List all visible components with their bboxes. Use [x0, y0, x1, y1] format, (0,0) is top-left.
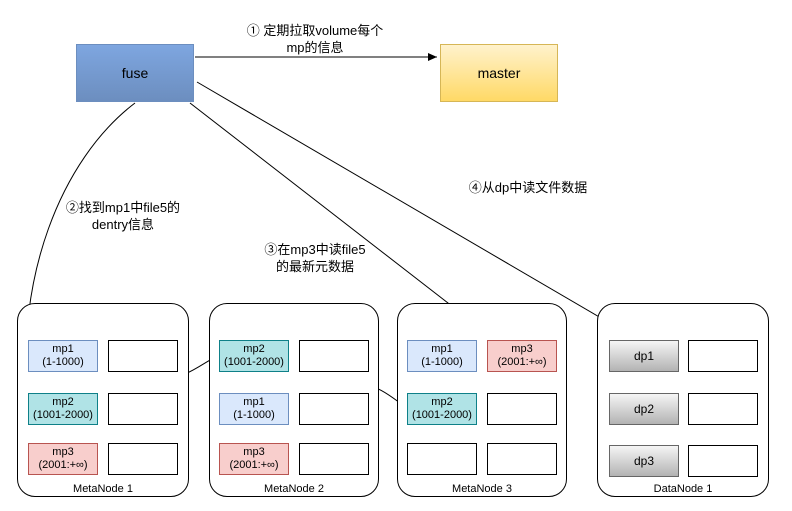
partition-id: mp1 [243, 396, 265, 408]
step4-line: ④从dp中读文件数据 [468, 180, 588, 195]
partition-id: mp1 [431, 343, 453, 355]
step1-line1: ① 定期拉取volume每个 [246, 23, 384, 38]
step3-line2: 的最新元数据 [275, 259, 354, 274]
step1-label: ① 定期拉取volume每个 mp的信息 [230, 22, 400, 56]
metanode-2-mp2[interactable]: mp2 (1001-2000) [219, 340, 289, 372]
partition-id: mp3 [511, 343, 533, 355]
datanode-1-slot-2 [688, 393, 758, 425]
metanode-3-slot-3 [487, 443, 557, 475]
metanode-1-mp1[interactable]: mp1 (1-1000) [28, 340, 98, 372]
datanode-1-slot-3 [688, 445, 758, 477]
fuse-label: fuse [121, 64, 149, 81]
master-node[interactable]: master [440, 44, 558, 102]
fuse-node[interactable]: fuse [76, 44, 194, 102]
step4-label: ④从dp中读文件数据 [448, 179, 608, 196]
metanode-2-slot-3 [299, 443, 369, 475]
partition-range: (1-1000) [421, 356, 463, 368]
datanode-1-name: DataNode 1 [653, 483, 713, 495]
edge-fuse-dp1 [196, 81, 638, 340]
partition-id: mp3 [243, 446, 265, 458]
metanode-3-slot-2 [407, 443, 477, 475]
metanode-1-mp2[interactable]: mp2 (1001-2000) [28, 393, 98, 425]
partition-range: (2001:+∞) [38, 459, 88, 471]
metanode-2-slot-2 [299, 393, 369, 425]
step3-line1: ③在mp3中读file5 [264, 242, 366, 257]
partition-range: (1001-2000) [224, 356, 284, 368]
datanode-1-dp3[interactable]: dp3 [609, 445, 679, 477]
metanode-1-mp3[interactable]: mp3 (2001:+∞) [28, 443, 98, 475]
metanode-2-mp1[interactable]: mp1 (1-1000) [219, 393, 289, 425]
datanode-1-slot-1 [688, 340, 758, 372]
metanode-1-name: MetaNode 1 [73, 483, 133, 495]
metanode-3-mp2[interactable]: mp2 (1001-2000) [407, 393, 477, 425]
partition-range: (2001:+∞) [229, 459, 279, 471]
metanode-3-mp1[interactable]: mp1 (1-1000) [407, 340, 477, 372]
metanode-3-mp3[interactable]: mp3 (2001:+∞) [487, 340, 557, 372]
metanode-2-slot-1 [299, 340, 369, 372]
partition-id: mp2 [52, 396, 74, 408]
partition-range: (2001:+∞) [497, 356, 547, 368]
metanode-1-slot-2 [108, 393, 178, 425]
partition-range: (1001-2000) [412, 409, 472, 421]
metanode-1-slot-1 [108, 340, 178, 372]
partition-range: (1-1000) [42, 356, 84, 368]
partition-range: (1001-2000) [33, 409, 93, 421]
step1-line2: mp的信息 [286, 40, 344, 55]
step2-line1: ②找到mp1中file5的 [65, 200, 181, 215]
metanode-2-name: MetaNode 2 [264, 483, 324, 495]
partition-id: mp1 [52, 343, 74, 355]
metanode-3-name: MetaNode 3 [452, 483, 512, 495]
metanode-3-slot-1 [487, 393, 557, 425]
partition-id: mp3 [52, 446, 74, 458]
master-label: master [477, 64, 521, 81]
datanode-1-dp1[interactable]: dp1 [609, 340, 679, 372]
partition-id: mp2 [243, 343, 265, 355]
metanode-2-mp3[interactable]: mp3 (2001:+∞) [219, 443, 289, 475]
partition-range: (1-1000) [233, 409, 275, 421]
step2-label: ②找到mp1中file5的 dentry信息 [48, 199, 198, 233]
partition-id: mp2 [431, 396, 453, 408]
edge-fuse-mp3-metanode3 [189, 102, 498, 342]
step2-line2: dentry信息 [91, 217, 155, 232]
datanode-1-dp2[interactable]: dp2 [609, 393, 679, 425]
metanode-1-slot-3 [108, 443, 178, 475]
step3-label: ③在mp3中读file5 的最新元数据 [240, 241, 390, 275]
